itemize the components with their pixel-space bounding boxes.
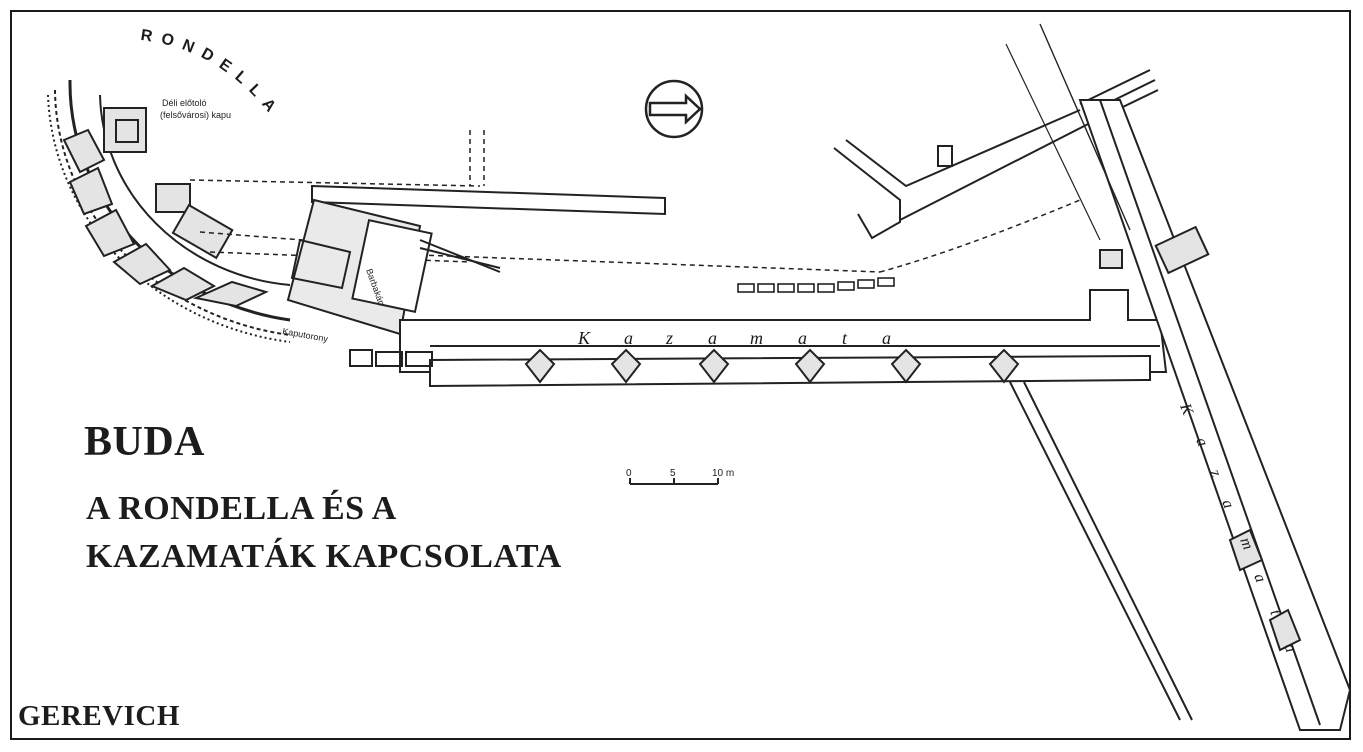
gate-tower-label: Kaputorony	[282, 326, 330, 344]
kazamata-horizontal-label: K a z a m a t a	[577, 328, 891, 348]
kazamata-horizontal	[349, 289, 1168, 388]
map-subtitle-line-2: KAZAMATÁK KAPCSOLATA	[86, 538, 562, 575]
scale-tick-0: 0	[626, 468, 632, 479]
scale-tick-5: 5	[670, 468, 676, 479]
kazamata-h-letter: K	[577, 328, 591, 348]
kazamata-h-letter: a	[798, 328, 807, 348]
kazamata-diagonal	[1078, 99, 1352, 731]
map-title: BUDA	[84, 419, 206, 465]
scale-bar	[629, 478, 719, 485]
kazamata-d-letter: t	[1266, 607, 1284, 618]
kazamata-h-letter: a	[882, 328, 891, 348]
south-gate-label: Déli előtoló	[162, 98, 207, 108]
wall-upper	[311, 184, 666, 216]
outer-wall-line	[1009, 381, 1181, 721]
foundation-row	[737, 277, 895, 293]
kazamata-h-letter: z	[665, 328, 673, 348]
kazamata-h-letter: a	[708, 328, 717, 348]
south-gate-label-2: (felsővárosi) kapu	[160, 110, 231, 120]
gate-tower	[286, 198, 501, 336]
map-subtitle-line-1: A RONDELLA ÉS A	[86, 490, 397, 527]
author-credit: GEREVICH	[18, 700, 180, 732]
scale-tick-10: 10 m	[712, 468, 734, 479]
north-arrow-icon	[644, 79, 704, 139]
kazamata-h-letter: a	[624, 328, 633, 348]
kazamata-h-letter: t	[842, 328, 848, 348]
kazamata-h-letter: m	[750, 328, 763, 348]
